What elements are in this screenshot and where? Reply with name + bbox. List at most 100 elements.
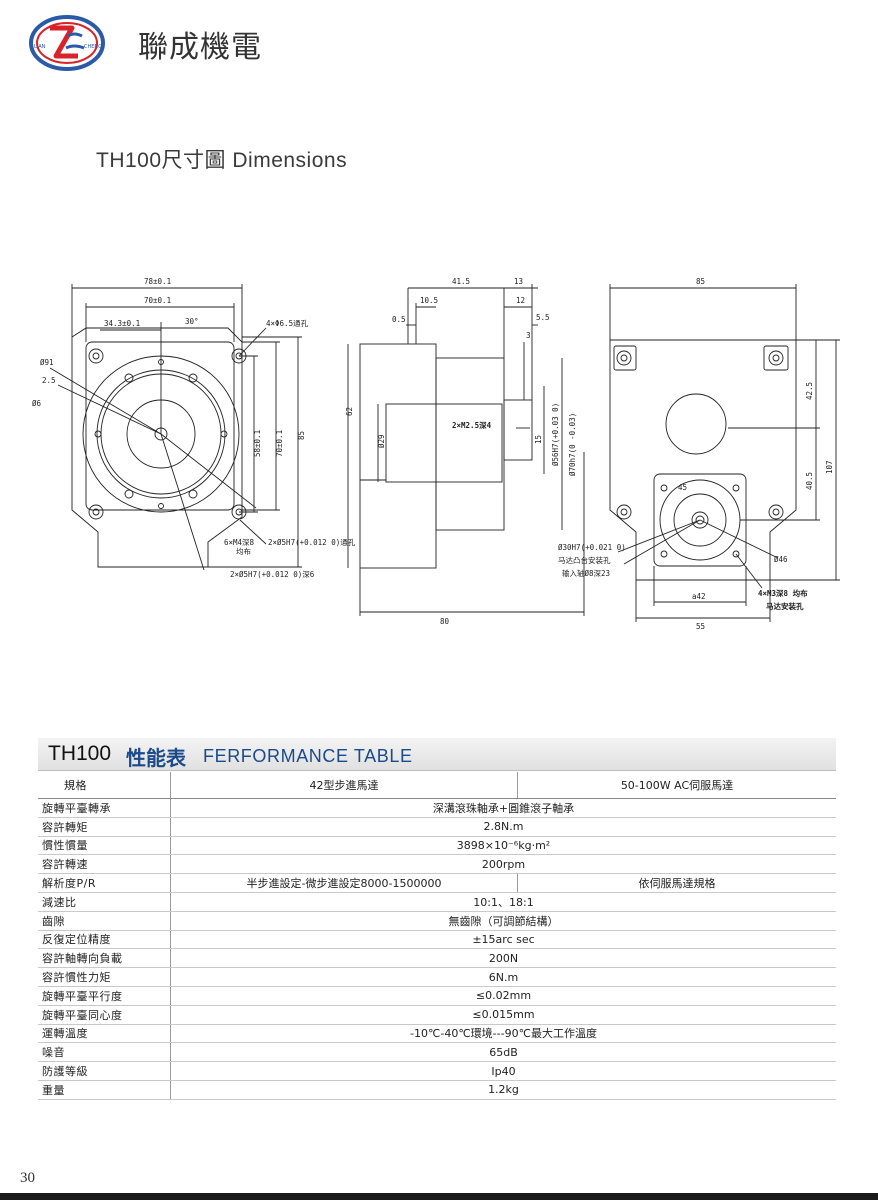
dim-h85: 85 [297, 431, 306, 440]
dim-12: 12 [516, 296, 525, 305]
performance-header: TH100 性能表 FERFORMANCE TABLE [38, 738, 836, 771]
dim-hole-callout: 4×Φ6.5通孔 [266, 318, 309, 328]
perf-title-en: FERFORMANCE TABLE [203, 746, 413, 766]
row-label: 重量 [38, 1080, 171, 1100]
row-value: ≤0.02mm [170, 986, 836, 1006]
dim-h58: 58±0.1 [253, 430, 262, 457]
dimension-drawing: 78±0.1 70±0.1 34.3±0.1 30° 4×Φ6.5通孔 Ø91 … [32, 277, 840, 631]
dim-3: 3 [526, 331, 531, 340]
row-label: 減速比 [38, 892, 171, 912]
row-value: 200N [170, 948, 836, 969]
company-logo: LIAN CHENG [28, 14, 106, 72]
dim-m3: 4×M3深8 均布 [758, 588, 808, 598]
dim-m25: 2×M2.5深4 [452, 420, 492, 430]
dim-shaft: 输入轴Ø8深23 [562, 568, 610, 578]
rear-view [609, 284, 840, 622]
row-value: -10℃-40℃環境---90℃最大工作溫度 [170, 1024, 836, 1044]
perf-model: TH100 [48, 742, 112, 765]
dim-c25: 2.5 [42, 376, 56, 385]
table-header-row: 規格 42型步進馬達 50-100W AC伺服馬達 [38, 772, 836, 799]
dim-boss: 马达凸台安装孔 [558, 555, 611, 565]
row-value: 6N.m [170, 967, 836, 987]
dim-13: 13 [514, 277, 523, 286]
row-label: 運轉溫度 [38, 1024, 171, 1044]
dim-15: 15 [534, 435, 543, 444]
col-b-header: 50-100W AC伺服馬達 [517, 772, 836, 799]
table-row: 運轉溫度-10℃-40℃環境---90℃最大工作溫度 [38, 1024, 836, 1044]
row-value: 2.8N.m [170, 817, 836, 837]
dim-55: 5.5 [536, 313, 550, 322]
dim-80: 80 [440, 617, 450, 626]
row-label: 旋轉平臺同心度 [38, 1005, 171, 1025]
dim-45: 45 [678, 483, 687, 492]
performance-table: 規格 42型步進馬達 50-100W AC伺服馬達 旋轉平臺轉承深溝滾珠軸承+圓… [38, 772, 836, 1100]
row-value-b: 依伺服馬達規格 [517, 873, 836, 893]
table-row: 齒隙無齒隙（可調節結構） [38, 911, 836, 931]
side-view-labels: 41.5 13 10.5 12 0.5 5.5 3 62 Ø29 2×M2.5深… [345, 277, 577, 626]
row-value: ±15arc sec [170, 930, 836, 950]
table-row: 旋轉平臺轉承深溝滾珠軸承+圓錐滾子軸承 [38, 798, 836, 818]
dim-d46: Ø46 [774, 555, 788, 564]
rear-view-labels: 85 42.5 107 40.5 45 Ø30H7(+0.021 0) 马达凸台… [558, 277, 834, 631]
row-value: 深溝滾珠軸承+圓錐滾子軸承 [170, 798, 836, 818]
dim-w-inner: 70±0.1 [144, 296, 171, 305]
row-value: 65dB [170, 1042, 836, 1063]
dim-m4-note2: 均布 [236, 546, 251, 556]
row-label: 旋轉平臺轉承 [38, 798, 171, 818]
dim-w-outer: 78±0.1 [144, 277, 171, 286]
dim-85: 85 [696, 277, 705, 286]
dim-d91: Ø91 [40, 358, 54, 367]
dim-105: 10.5 [420, 296, 438, 305]
logo-text-left: LIAN [34, 44, 46, 50]
row-label: 防護等級 [38, 1061, 171, 1081]
row-value-a: 半步進設定-微步進設定8000-1500000 [170, 873, 518, 893]
dim-425: 42.5 [805, 382, 814, 400]
row-value: 3898×10⁻⁶kg·m² [170, 836, 836, 856]
dim-405: 40.5 [805, 472, 814, 490]
table-row: 旋轉平臺同心度≤0.015mm [38, 1005, 836, 1025]
page-number: 30 [20, 1170, 35, 1186]
row-label: 解析度P/R [38, 873, 171, 893]
footer-rule [0, 1193, 878, 1200]
dim-107: 107 [825, 460, 834, 474]
row-value: Ip40 [170, 1061, 836, 1081]
row-value: 10:1、18:1 [170, 892, 836, 912]
row-value: ≤0.015mm [170, 1005, 836, 1025]
brand-name: 聯成機電 [138, 30, 262, 65]
dim-55: 55 [696, 622, 705, 631]
front-view-labels: 78±0.1 70±0.1 34.3±0.1 30° 4×Φ6.5通孔 Ø91 … [32, 277, 356, 579]
row-label: 噪音 [38, 1042, 171, 1063]
dim-pin-note2: 2×Ø5H7(+0.012 0)深6 [230, 570, 315, 579]
dim-a42: a42 [692, 592, 706, 601]
spec-label: 規格 [38, 772, 171, 799]
dim-pin-note: 2×Ø5H7(+0.012 0)通孔 [268, 537, 356, 547]
side-view [347, 284, 585, 616]
dim-d56: Ø56H7(+0.03 0) [551, 403, 560, 466]
row-label: 齒隙 [38, 911, 171, 931]
row-value: 1.2kg [170, 1080, 836, 1100]
dim-m4-note: 6×M4深8 [224, 538, 255, 547]
dim-415: 41.5 [452, 277, 470, 286]
dim-offset: 34.3±0.1 [104, 319, 140, 328]
dim-62: 62 [345, 407, 354, 416]
front-view [49, 284, 302, 571]
row-label: 容許慣性力矩 [38, 967, 171, 987]
row-label: 容許軸轉向負載 [38, 948, 171, 969]
dim-05: 0.5 [392, 315, 406, 324]
row-label: 旋轉平臺平行度 [38, 986, 171, 1006]
row-value: 200rpm [170, 854, 836, 875]
row-label: 反復定位精度 [38, 930, 171, 950]
table-row: 旋轉平臺平行度≤0.02mm [38, 986, 836, 1006]
row-label: 容許轉矩 [38, 817, 171, 837]
section-title: TH100尺寸圖 Dimensions [96, 149, 348, 172]
col-a-header: 42型步進馬達 [170, 772, 518, 799]
dim-h70: 70±0.1 [275, 430, 284, 457]
logo-text-right: CHENG [84, 44, 102, 50]
